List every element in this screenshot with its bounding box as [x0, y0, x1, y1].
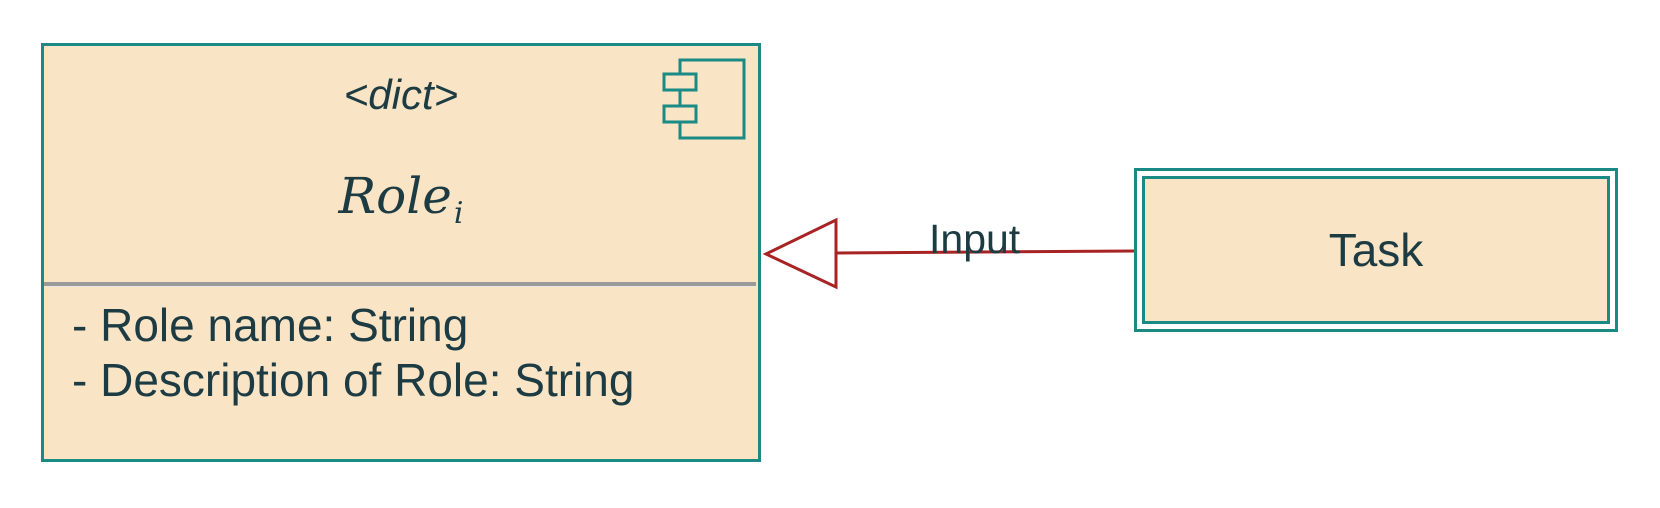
task-box[interactable]: Task	[1134, 168, 1618, 332]
attribute-item: - Description of Role: String	[72, 354, 635, 406]
role-title-subscript: i	[453, 196, 464, 231]
edge-label: Input	[929, 216, 1021, 262]
generalization-arrowhead	[762, 217, 838, 290]
attribute-list: - Role name: String - Description of Rol…	[72, 298, 634, 408]
role-title-main: Role	[338, 167, 452, 225]
compartment-divider	[44, 282, 756, 287]
attribute-item: - Role name: String	[72, 299, 469, 351]
component-icon	[662, 58, 746, 140]
input-edge-line[interactable]	[834, 249, 1135, 255]
stereotype-label: <dict>	[343, 71, 459, 118]
task-label: Task	[1328, 224, 1424, 276]
task-inner: Task	[1142, 176, 1610, 324]
role-component-box[interactable]: <dict> Rolei - Role name: String - Descr…	[41, 43, 761, 462]
role-title: Rolei	[44, 171, 758, 229]
